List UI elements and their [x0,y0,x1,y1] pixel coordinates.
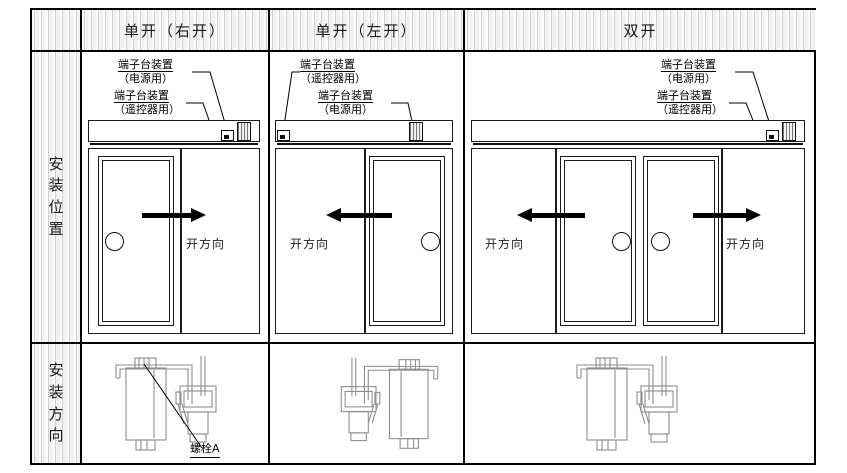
open-direction-arrow-col1 [142,208,206,222]
table-grid: 单开（右开） 单开（左开） 双开 安 装 位 置 安 装 方 向 [32,10,816,463]
annotation-line1: 端子台装置 [300,58,355,72]
annotation-terminal-power-col1: 端子台装置 （电源用） [118,58,173,85]
open-direction-label-col2: 开方向 [290,237,330,251]
annotation-line2: （遥控器用） [114,103,180,116]
open-direction-arrow-left-col3 [517,208,585,222]
open-direction-label-right-col3: 开方向 [726,237,766,251]
header-corner-cell [32,10,80,50]
door-divider-right-col3 [721,148,723,334]
cell-position-single-right: 端子台装置 （电源用） 端子台装置 （遥控器用） [82,52,268,342]
door-handle-col2 [421,232,440,251]
terminal-block-power-col1 [237,122,251,141]
char: 位 [48,198,64,216]
installation-diagram-table: 单开（右开） 单开（左开） 双开 安 装 位 置 安 装 方 向 [30,8,816,465]
door-handle-right-col3 [651,232,670,251]
door-divider-col2 [364,148,366,334]
annotation-line1: 端子台装置 [657,89,712,103]
row-label-install-direction-text: 安 装 方 向 [32,344,80,463]
annotation-line2: （遥控器用） [657,103,723,116]
door-leaf-inner-col2 [373,160,441,322]
rule-under-header [32,50,814,52]
door-leaf-right-inner-col3 [647,160,715,322]
annotation-terminal-remote-col2: 端子台装置 （遥控器用） [300,58,366,85]
bolt-a-label: 螺栓A [190,440,220,458]
cell-position-single-left: 端子台装置 （遥控器用） 端子台装置 （电源用） [270,52,463,342]
char: 装 [48,176,64,195]
annotation-terminal-remote-col1: 端子台装置 （遥控器用） [114,89,180,116]
door-divider-left-col3 [555,148,557,334]
rule-between-rows [32,342,814,344]
header-cell-single-left: 单开（左开） [270,10,463,50]
cell-position-double: 端子台装置 （电源用） 端子台装置 （遥控器用） [465,52,816,342]
terminal-block-power-col3 [782,122,796,141]
open-direction-label-left-col3: 开方向 [485,237,525,251]
cell-direction-single-left [270,344,463,463]
annotation-terminal-power-col2: 端子台装置 （电源用） [318,89,373,116]
char: 置 [48,219,64,238]
header-cell-double: 双开 [465,10,816,50]
row-label-install-position-text: 安 装 位 置 [32,52,80,342]
annotation-line2: （电源用） [318,103,373,116]
door-divider-col1 [180,148,182,334]
annotation-terminal-power-col3: 端子台装置 （电源用） [661,58,716,85]
annotation-terminal-remote-col3: 端子台装置 （遥控器用） [657,89,723,116]
cell-direction-double [465,344,816,463]
rule-col2-col3 [463,10,465,463]
row-label-install-position: 安 装 位 置 [32,52,80,342]
rule-after-label-col [80,10,82,463]
annotation-line1: 端子台装置 [661,58,716,72]
annotation-line2: （电源用） [661,72,716,85]
door-frame-col3 [471,148,805,334]
transom-beam-col3 [471,120,805,145]
terminal-block-remote-col1 [221,130,234,141]
row-label-install-direction: 安 装 方 向 [32,344,80,463]
transom-beam-col2 [275,120,453,145]
door-leaf-left-inner-col3 [564,160,632,322]
header-label-single-left: 单开（左开） [315,21,418,40]
annotation-line1: 端子台装置 [114,89,169,103]
terminal-block-power-col2 [409,122,423,141]
rule-col1-col2 [268,10,270,463]
header-label-single-right: 单开（右开） [123,21,226,40]
terminal-block-remote-col3 [766,130,779,141]
header-label-double: 双开 [623,21,658,40]
char: 向 [48,426,64,445]
mechanism-drawing-col1 [115,356,217,451]
cell-direction-single-right: 螺栓A [82,344,268,463]
annotation-line1: 端子台装置 [318,89,373,103]
mechanism-drawing-col3 [576,356,678,451]
annotation-line1: 端子台装置 [118,58,173,72]
door-leaf-col2 [369,156,445,326]
transom-beam-col1 [88,120,260,145]
open-direction-arrow-right-col3 [693,208,761,222]
open-direction-arrow-col2 [326,208,392,222]
char: 方 [48,404,64,423]
annotation-line2: （电源用） [118,72,173,85]
door-leaf-inner-col1 [102,160,170,322]
char: 装 [48,382,64,401]
header-cell-single-right: 单开（右开） [82,10,268,50]
terminal-block-remote-col2 [277,130,290,141]
annotation-line2: （遥控器用） [300,72,366,85]
door-handle-col1 [105,232,124,251]
char: 安 [48,361,64,379]
open-direction-label-col1: 开方向 [186,237,226,251]
mechanism-drawing-col2 [340,357,439,449]
char: 安 [48,154,64,173]
door-handle-left-col3 [612,232,631,251]
